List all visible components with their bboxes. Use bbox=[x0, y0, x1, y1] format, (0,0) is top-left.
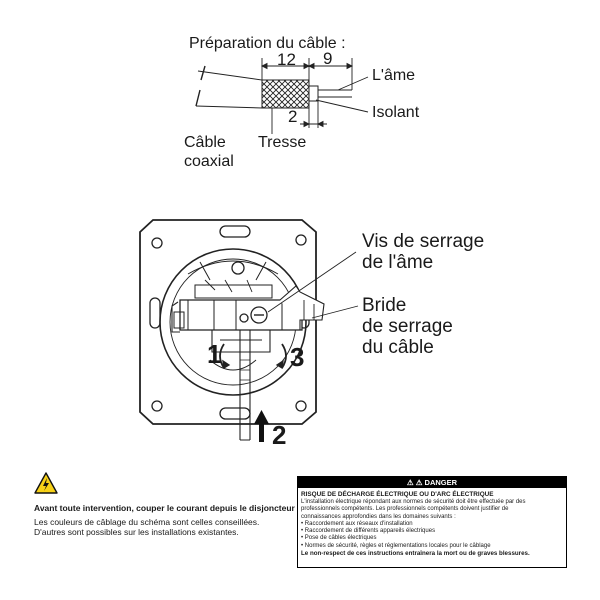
step-3-number: 3 bbox=[290, 342, 305, 372]
label-bride-line2: de serrage bbox=[362, 316, 453, 337]
label-cable-coaxial-line1: Câble bbox=[184, 134, 226, 151]
device-leader-lines bbox=[267, 251, 359, 319]
danger-line: • Normes de sécurité, règles et réglemen… bbox=[301, 542, 491, 549]
danger-line: • Pose de câbles électriques bbox=[301, 535, 377, 542]
label-isolant: Isolant bbox=[372, 104, 420, 121]
warning-line-2: D'autres sont possibles sur les installa… bbox=[34, 527, 239, 537]
electric-hazard-icon bbox=[34, 472, 58, 494]
label-cable-coaxial-line2: coaxial bbox=[184, 153, 234, 170]
dimension-ame-length: 9 bbox=[323, 49, 333, 68]
dimension-isolant-length: 2 bbox=[288, 107, 298, 126]
danger-triangle-icon: ⚠ ⚠ bbox=[406, 478, 425, 487]
step-1-number: 1 bbox=[207, 339, 222, 369]
label-bride-line3: du câble bbox=[362, 337, 434, 358]
danger-line: L'installation électrique répondant aux … bbox=[301, 499, 526, 505]
push-arrow bbox=[254, 410, 269, 442]
danger-header-label: DANGER bbox=[424, 478, 458, 487]
danger-line: • Raccordement de différents appareils é… bbox=[301, 528, 436, 535]
cable-dimension-lines bbox=[260, 58, 369, 134]
socket-mechanism-drawing bbox=[139, 219, 325, 441]
danger-header: ⚠ ⚠ DANGER bbox=[298, 477, 566, 488]
danger-line: professionnels compétents. Les professio… bbox=[301, 506, 509, 513]
step-2-number: 2 bbox=[272, 420, 287, 450]
danger-notice: ⚠ ⚠ DANGER RISQUE DE DÉCHARGE ÉLECTRIQUE… bbox=[297, 476, 567, 568]
danger-footer: Le non-respect de ces instructions entra… bbox=[301, 550, 530, 558]
cable-prep-title: Préparation du câble : bbox=[189, 35, 346, 52]
warning-main-text: Avant toute intervention, couper le cour… bbox=[34, 503, 336, 513]
label-vis-serrage-line1: Vis de serrage bbox=[362, 231, 485, 252]
label-tresse: Tresse bbox=[258, 134, 307, 151]
coaxial-cable-drawing bbox=[195, 65, 352, 109]
danger-line: connaissances approfondies dans les doma… bbox=[301, 513, 456, 520]
warning-line-1: Les couleurs de câblage du schéma sont c… bbox=[34, 517, 260, 527]
label-vis-serrage-line2: de l'âme bbox=[362, 252, 434, 273]
danger-title: RISQUE DE DÉCHARGE ÉLECTRIQUE OU D'ARC É… bbox=[301, 491, 494, 498]
dimension-tresse-length: 12 bbox=[277, 50, 296, 69]
label-ame: L'âme bbox=[372, 67, 416, 84]
label-bride-line1: Bride bbox=[362, 295, 407, 316]
danger-line: • Raccordement aux réseaux d'installatio… bbox=[301, 520, 413, 527]
